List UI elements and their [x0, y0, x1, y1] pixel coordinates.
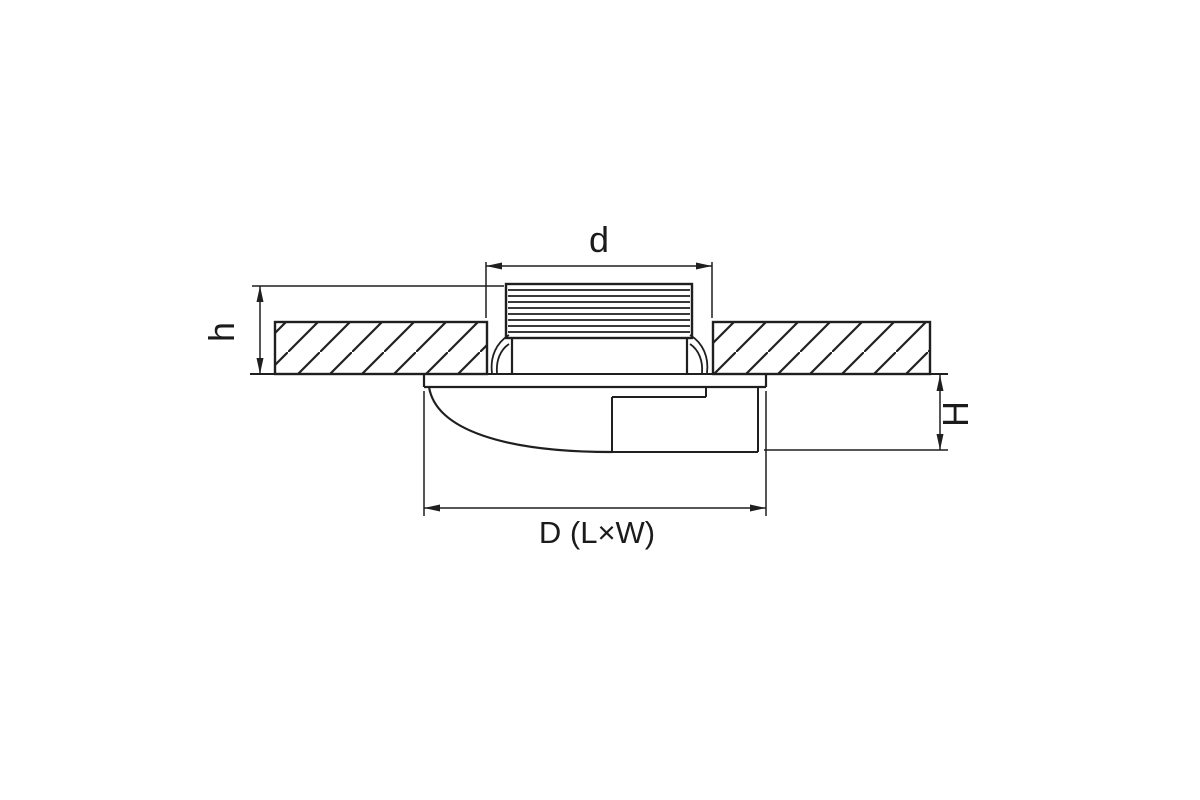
- spring-clip-right: [689, 334, 709, 374]
- arrow-D-right: [750, 504, 766, 512]
- dimension-H: H: [764, 375, 976, 451]
- heatsink: [504, 282, 694, 340]
- dimension-d: d: [485, 219, 713, 318]
- arrow-d-right: [696, 262, 712, 270]
- spring-clip-left: [490, 334, 510, 374]
- lamp-body-sides: [510, 338, 689, 374]
- arrow-D-left: [424, 504, 440, 512]
- housing-block: [611, 387, 759, 453]
- dimension-D: D (L×W): [423, 391, 767, 550]
- trim-ring: [422, 374, 768, 389]
- dim-label-h: h: [201, 322, 242, 342]
- arrow-h-bottom: [256, 358, 264, 374]
- dim-label-H: H: [935, 401, 976, 427]
- dimension-h: h: [201, 285, 504, 374]
- arrow-H-top: [936, 375, 944, 391]
- arrow-H-bottom: [936, 434, 944, 450]
- ceiling-section-right: [711, 320, 932, 376]
- dim-label-d: d: [589, 219, 609, 260]
- heatsink-fins: [508, 289, 690, 333]
- ceiling-section-left: [273, 320, 489, 376]
- dim-label-D: D (L×W): [539, 515, 655, 550]
- arrow-h-top: [256, 286, 264, 302]
- arrow-d-left: [486, 262, 502, 270]
- diffuser-dome: [427, 386, 613, 454]
